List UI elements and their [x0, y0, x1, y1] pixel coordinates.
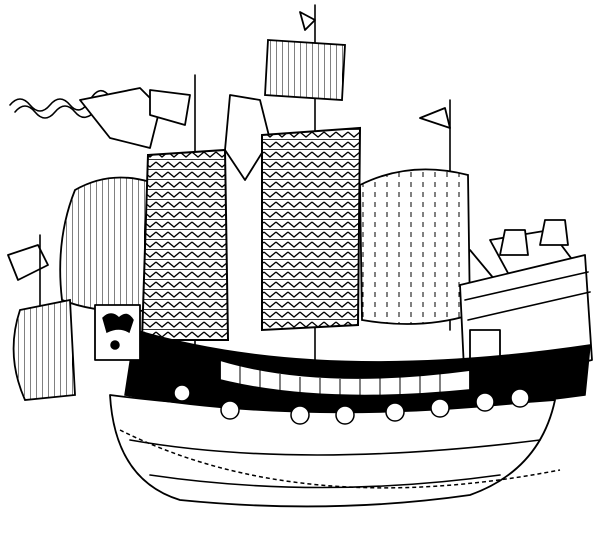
main-sail: [261, 126, 362, 332]
mizzen-sail: [140, 148, 230, 341]
rear-sail: [359, 168, 471, 325]
pennants: [7, 11, 581, 296]
bow-panel: [94, 304, 141, 361]
anchor-chain: [119, 429, 561, 489]
top-sail: [264, 39, 346, 101]
bow-sail: [12, 298, 76, 401]
fore-sail: [59, 176, 153, 313]
hull-portholes: [173, 384, 530, 425]
hull-band: [124, 329, 591, 414]
